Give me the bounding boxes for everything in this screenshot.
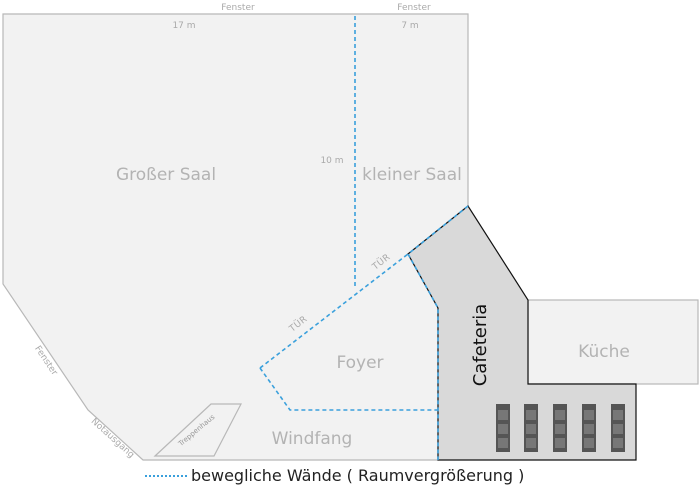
room-label-kitchen: Küche — [578, 342, 630, 362]
table — [553, 404, 567, 452]
room-label-windfang: Windfang — [272, 429, 353, 449]
movable-walls — [259, 16, 469, 460]
legend: bewegliche Wände ( Raumvergrößerung ) — [145, 466, 524, 485]
window-label-top-right: Fenster — [397, 3, 431, 13]
stairwell — [153, 403, 242, 457]
legend-text: bewegliche Wände ( Raumvergrößerung ) — [191, 466, 525, 485]
room-label-cafeteria: Cafeteria — [470, 304, 491, 387]
table — [524, 404, 538, 452]
kitchen-room — [527, 299, 699, 385]
cafeteria-tables — [496, 404, 625, 452]
dimension-large-width: 17 m — [172, 21, 195, 31]
dimension-depth: 10 m — [320, 156, 343, 166]
legend-dotted-line — [145, 474, 187, 477]
room-label-foyer: Foyer — [336, 353, 383, 373]
window-label-top-left: Fenster — [221, 3, 255, 13]
room-label-small-hall: kleiner Saal — [362, 165, 462, 185]
table — [611, 404, 625, 452]
dimension-small-width: 7 m — [401, 21, 418, 31]
table — [496, 404, 510, 452]
room-label-large-hall: Großer Saal — [116, 165, 216, 185]
table — [582, 404, 596, 452]
building-outline — [2, 13, 469, 461]
